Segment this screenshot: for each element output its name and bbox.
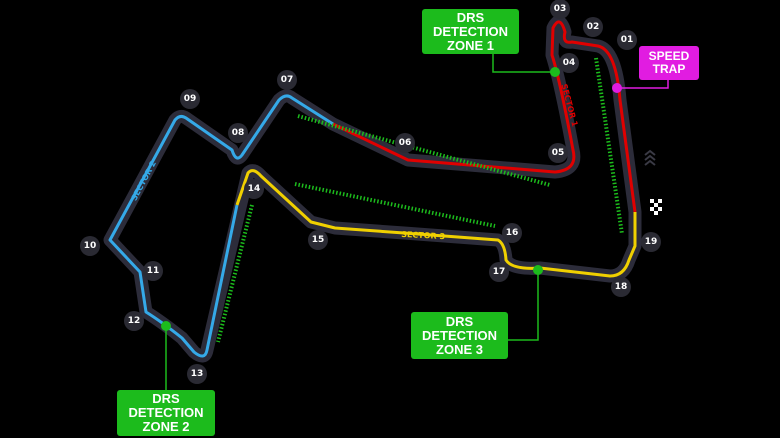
drs-zone-main-straight: [594, 57, 624, 235]
speed-trap-point: [612, 83, 622, 93]
drs-detection-zone-1-box: DRS DETECTION ZONE 1: [422, 9, 519, 54]
svg-text:12: 12: [128, 316, 141, 326]
turn-marker-13: 13: [187, 364, 207, 384]
svg-text:02: 02: [587, 22, 600, 32]
svg-text:03: 03: [554, 4, 567, 14]
drs-1-callout-line: [492, 52, 555, 73]
drs-zone-2-line2: DETECTION: [128, 405, 204, 420]
turn-marker-09: 09: [180, 89, 200, 109]
sector-1-track: [332, 20, 637, 213]
turn-marker-18: 18: [611, 277, 631, 297]
svg-text:17: 17: [493, 267, 506, 277]
speed-trap-line2: TRAP: [652, 62, 686, 76]
drs-zone-1-line3: ZONE 1: [447, 37, 494, 53]
turn-marker-12: 12: [124, 311, 144, 331]
sector-2-track: [108, 94, 334, 358]
direction-chevrons-icon: [644, 149, 656, 166]
turn-marker-19: 19: [641, 232, 661, 252]
drs-zone-2-line3: ZONE 2: [142, 419, 190, 434]
svg-text:14: 14: [248, 184, 261, 194]
drs-zone-1-line1: DRS: [456, 9, 485, 25]
speed-trap-line1: SPEED: [648, 49, 690, 63]
turn-marker-04: 04: [559, 53, 579, 73]
drs-zone-3-line2: DETECTION: [421, 327, 498, 343]
drs-detection-point-2: [161, 321, 171, 331]
svg-text:01: 01: [621, 35, 634, 45]
turn-marker-11: 11: [143, 261, 163, 281]
svg-text:10: 10: [84, 241, 97, 251]
svg-text:19: 19: [645, 237, 658, 247]
svg-text:04: 04: [563, 58, 576, 68]
drs-3-callout-line: [508, 270, 539, 341]
drs-zone-3-line1: DRS: [445, 313, 474, 329]
speed-trap-box: SPEED TRAP: [639, 46, 699, 80]
turn-marker-14: 14: [244, 179, 264, 199]
drs-detection-point-3: [533, 265, 543, 275]
drs-zone-1-line2: DETECTION: [432, 23, 509, 39]
speed-trap-callout-line: [617, 80, 669, 89]
chequered-flag-icon: [650, 199, 662, 215]
svg-text:13: 13: [191, 369, 204, 379]
svg-text:15: 15: [312, 235, 325, 245]
svg-text:16: 16: [506, 228, 519, 238]
turn-marker-17: 17: [489, 262, 509, 282]
turn-marker-02: 02: [583, 17, 603, 37]
turn-marker-08: 08: [228, 123, 248, 143]
turn-marker-10: 10: [80, 236, 100, 256]
svg-text:06: 06: [399, 138, 412, 148]
svg-text:05: 05: [552, 148, 565, 158]
drs-detection-zone-3-box: DRS DETECTION ZONE 3: [411, 312, 508, 359]
svg-text:09: 09: [184, 94, 197, 104]
drs-zone-2-line1: DRS: [152, 391, 180, 406]
sector-3-track: [235, 169, 637, 278]
svg-text:08: 08: [232, 128, 245, 138]
turn-marker-05: 05: [548, 143, 568, 163]
turn-marker-01: 01: [617, 30, 637, 50]
turn-marker-16: 16: [502, 223, 522, 243]
turn-marker-03: 03: [550, 0, 570, 19]
turn-markers: 01 02 03 04 05 06 07 08 09 10 11 12 13 1…: [80, 0, 661, 384]
sector-3-label: SECTOR 3: [401, 230, 445, 241]
drs-detection-zone-2-box: DRS DETECTION ZONE 2: [117, 390, 215, 436]
turn-marker-15: 15: [308, 230, 328, 250]
svg-text:11: 11: [147, 266, 160, 276]
svg-text:07: 07: [281, 75, 294, 85]
drs-zone-anderson: [216, 204, 254, 343]
drs-detection-point-1: [550, 67, 560, 77]
drs-zone-bay: [294, 182, 496, 228]
turn-marker-06: 06: [395, 133, 415, 153]
turn-marker-07: 07: [277, 70, 297, 90]
drs-zone-3-line3: ZONE 3: [436, 341, 483, 357]
drs-zone-raffles: [297, 114, 551, 187]
svg-text:18: 18: [615, 282, 628, 292]
